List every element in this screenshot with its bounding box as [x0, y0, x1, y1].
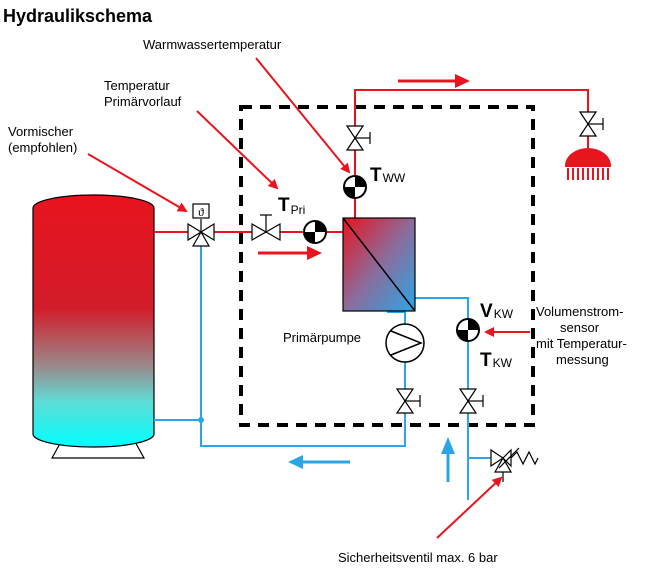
label-volumen-4: messung: [556, 352, 609, 367]
label-primaerpumpe: Primärpumpe: [283, 330, 361, 345]
pump-valve-icon: [395, 388, 421, 414]
label-volumen-3: mit Temperatur-: [536, 336, 627, 351]
primary-pump-icon: [385, 323, 425, 363]
cold-water-valve-icon: [458, 388, 484, 414]
safety-valve-icon: [490, 447, 539, 482]
symbol-t-kw: TKW: [480, 350, 513, 371]
callout-arrows: [87, 57, 530, 539]
symbol-t-pri: TPri: [278, 195, 305, 217]
label-temp-primaer-1: Temperatur: [104, 78, 170, 93]
mixer-valve-icon: ϑ: [187, 203, 215, 247]
label-sicherheitsventil: Sicherheitsventil max. 6 bar: [338, 550, 498, 565]
flow-arrow-primary-right-icon: [258, 246, 322, 260]
storage-tank: [32, 194, 155, 459]
flow-arrow-cold-left-icon: [288, 455, 350, 469]
tank-body: [32, 194, 155, 448]
label-vormischer-1: Vormischer: [8, 124, 74, 139]
sensor-v-kw-icon: [456, 318, 480, 342]
heat-exchanger: [342, 217, 416, 312]
flow-arrow-cold-up-icon: [441, 437, 455, 482]
symbol-v-kw: VKW: [480, 301, 514, 322]
sensor-t-ww-icon: [343, 175, 367, 199]
label-volumen-1: Volumenstrom-: [536, 304, 623, 319]
label-temp-primaer-2: Primärvorlauf: [104, 94, 182, 109]
diagram-title: Hydraulikschema: [3, 6, 153, 26]
shower-icon: [565, 148, 611, 180]
hot-pipes: [154, 89, 589, 233]
shower-valve-icon: [578, 111, 604, 137]
label-volumen-2: sensor: [560, 320, 600, 335]
sensor-t-pri-icon: [303, 220, 327, 244]
svg-text:ϑ: ϑ: [198, 205, 204, 219]
flow-arrow-hot-right-icon: [398, 74, 470, 88]
hot-water-valve-icon: [345, 125, 371, 151]
label-warmwasser: Warmwassertemperatur: [143, 37, 282, 52]
symbol-t-ww: TWW: [370, 165, 406, 186]
flow-arrows: [258, 74, 470, 482]
primary-valve-icon: [251, 214, 281, 242]
pipe-junction: [198, 417, 204, 423]
label-vormischer-2: (empfohlen): [8, 140, 77, 155]
